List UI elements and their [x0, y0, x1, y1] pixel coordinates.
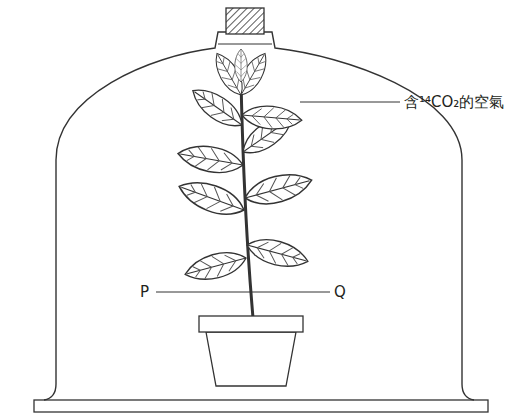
base-plate	[34, 400, 488, 412]
cut-point-label: Q	[334, 282, 346, 302]
bell-jar	[44, 32, 474, 400]
cut-line	[156, 292, 330, 293]
air-label: 含¹⁴CO₂的空氣	[404, 92, 504, 112]
stopper	[226, 8, 264, 34]
leader-line	[300, 102, 400, 103]
plant-leaves	[175, 49, 315, 286]
pot-rim	[199, 316, 303, 332]
flower-pot	[206, 332, 296, 386]
cut-point-label: P	[140, 282, 149, 302]
